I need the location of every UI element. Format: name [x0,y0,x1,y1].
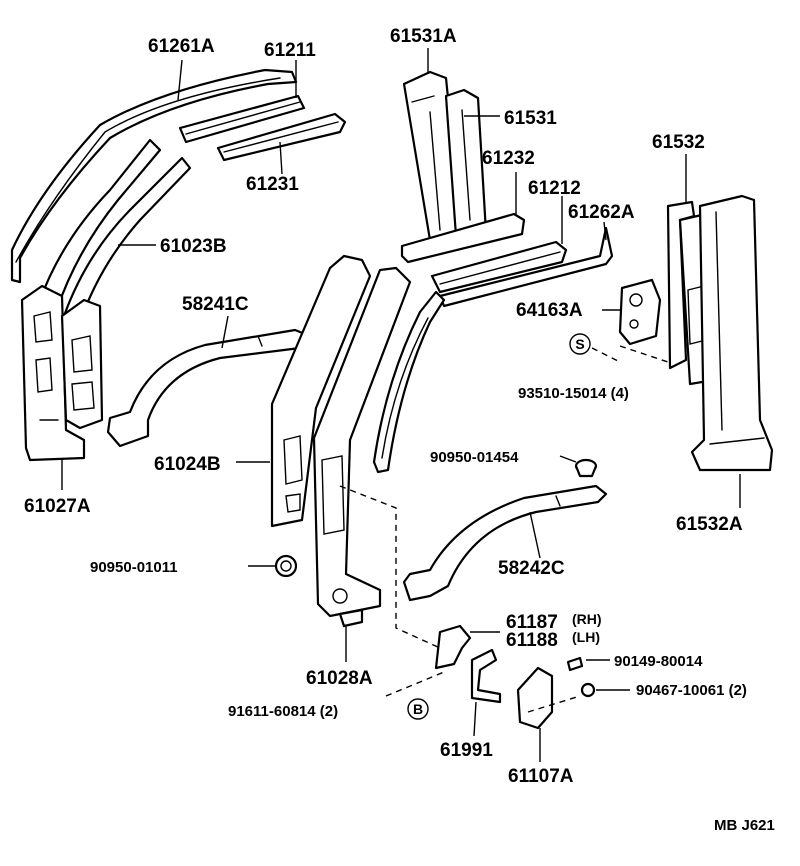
assembly-line-b [385,671,445,697]
part-61211-shape [178,94,306,144]
assembly-line-d [591,347,621,363]
assembly-line-e [619,345,669,363]
label-61211: 61211 [264,40,316,61]
part-90950-01011-shape [274,554,298,578]
label-93510-15014: 93510-15014 (4) [518,385,629,402]
part-61024B-shape [270,254,372,528]
part-64163A-shape [618,278,662,346]
label-61991: 61991 [440,740,493,761]
label-61262A: 61262A [568,202,635,223]
part-center-strip-shape [372,290,446,474]
label-61532: 61532 [652,132,705,153]
label-61531: 61531 [504,108,557,129]
part-61532A-shape [690,194,774,472]
symbol-s-text: S [575,336,584,352]
label-61023B: 61023B [160,236,227,257]
leader-lines [61,48,741,762]
label-91611-60814: 91611-60814 (2) [228,703,338,720]
part-61107A-shape [516,666,554,730]
label-90467-10061: 90467-10061 (2) [636,682,747,699]
label-64163A: 64163A [516,300,583,321]
label-61232: 61232 [482,148,535,169]
label-61028A: 61028A [306,668,373,689]
label-58242C: 58242C [498,558,565,579]
part-61212-shape [430,240,568,294]
symbol-b: B [407,698,429,720]
part-61261A-shape [10,68,298,284]
part-61231-shape [216,112,347,162]
label-58241C: 58241C [182,294,249,315]
label-90950-01454: 90950-01454 [430,449,519,466]
label-61188-lh: (LH) [572,629,600,645]
part-61027A-shape [20,284,86,462]
part-90467-10061-shape [580,682,596,698]
part-61023B-shape [38,138,192,324]
label-61231: 61231 [246,174,299,195]
part-90149-80014-shape [566,656,584,672]
label-61212: 61212 [528,178,581,199]
part-90950-01454-shape [574,458,598,478]
part-58242C-shape [402,484,608,602]
label-61027A: 61027A [24,496,91,517]
symbol-b-text: B [413,701,423,717]
label-61261A: 61261A [148,36,215,57]
part-61991-shape [470,648,502,704]
symbol-s: S [569,333,591,355]
part-61023B-lower-shape [60,298,104,430]
part-61187-shape [434,624,472,670]
label-90950-01011: 90950-01011 [90,559,178,576]
label-90149-80014: 90149-80014 [614,653,703,670]
label-61187: 61187 [506,612,558,633]
label-61187-rh: (RH) [572,611,602,627]
label-61532A: 61532A [676,514,743,535]
part-61262A-shape [438,226,614,308]
figure-code: MB J621 [714,817,775,834]
label-61107A: 61107A [508,766,574,787]
label-61531A: 61531A [390,26,457,47]
part-61028A-shape [312,266,412,628]
label-61188: 61188 [506,630,558,651]
assembly-line-c [527,695,581,713]
label-61024B: 61024B [154,454,221,475]
part-61232-shape [400,212,526,264]
